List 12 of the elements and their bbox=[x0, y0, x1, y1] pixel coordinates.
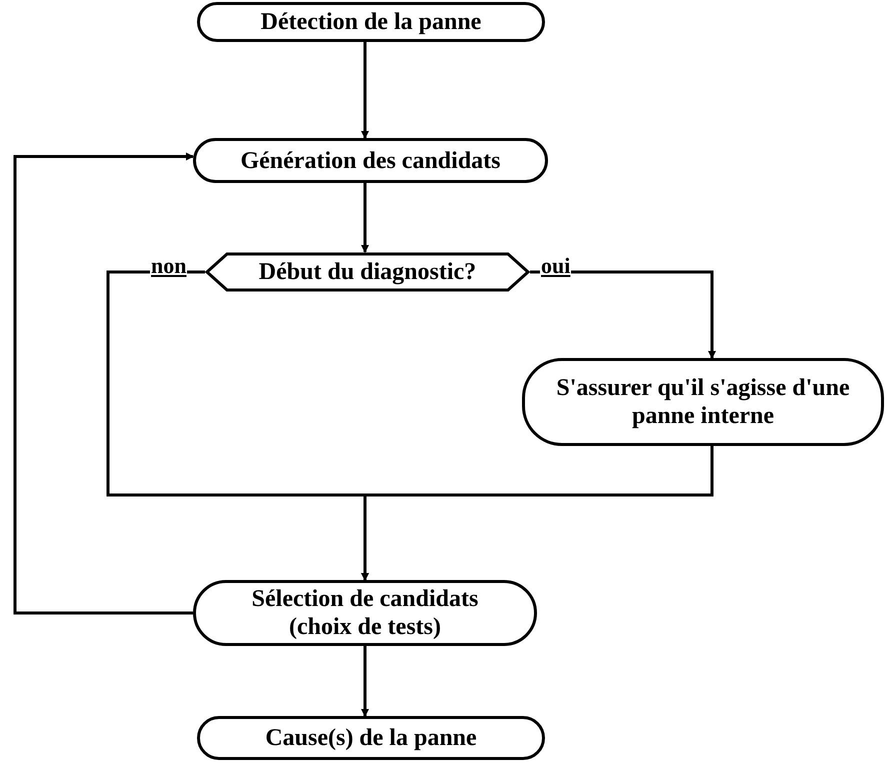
decision-hexagon: Début du diagnostic? bbox=[205, 252, 530, 292]
arrow bbox=[361, 446, 714, 581]
process-box: Détection de la panne bbox=[197, 2, 545, 42]
process-box: Génération des candidats bbox=[193, 138, 548, 183]
process-box: S'assurer qu'il s'agisse d'une panne interne bbox=[522, 358, 884, 446]
process-box: Cause(s) de la panne bbox=[197, 716, 545, 760]
process-box: Sélection de candidats (choix de tests) bbox=[193, 580, 537, 646]
arrow bbox=[361, 42, 369, 139]
arrow bbox=[361, 183, 369, 253]
arrow bbox=[361, 646, 369, 717]
arrow bbox=[530, 270, 716, 359]
arrow bbox=[14, 152, 194, 614]
